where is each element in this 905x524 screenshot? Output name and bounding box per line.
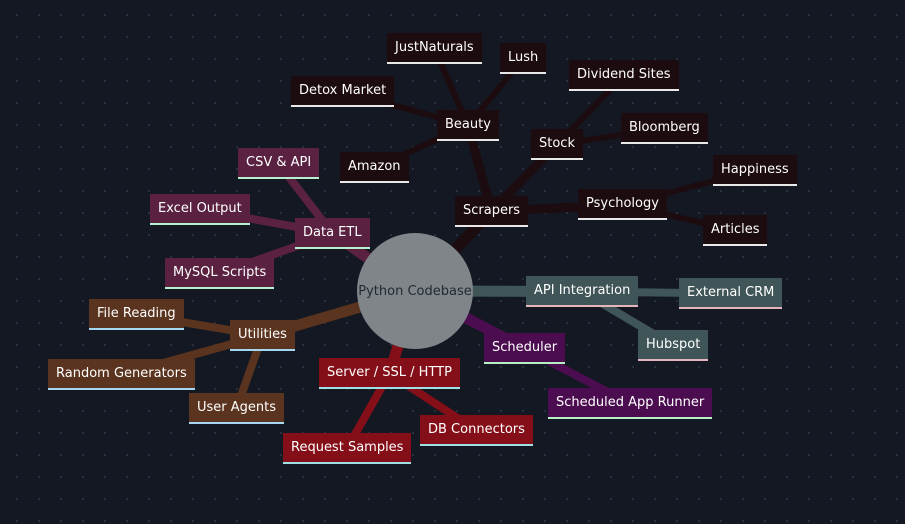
node-scheduled-app-runner[interactable]: Scheduled App Runner xyxy=(548,388,713,419)
node-excel-output[interactable]: Excel Output xyxy=(150,194,250,225)
node-lush[interactable]: Lush xyxy=(500,43,547,74)
node-utilities[interactable]: Utilities xyxy=(230,320,295,351)
node-dividend-sites[interactable]: Dividend Sites xyxy=(569,60,679,91)
node-request-samples[interactable]: Request Samples xyxy=(283,433,412,464)
node-stock[interactable]: Stock xyxy=(531,129,583,160)
node-random-generators[interactable]: Random Generators xyxy=(48,359,195,390)
node-db-connectors[interactable]: DB Connectors xyxy=(420,415,533,446)
node-articles[interactable]: Articles xyxy=(703,215,768,246)
node-bloomberg[interactable]: Bloomberg xyxy=(621,113,708,144)
node-scrapers[interactable]: Scrapers xyxy=(455,196,529,227)
root-node-python-codebase[interactable]: Python Codebase xyxy=(357,233,473,349)
node-detox-market[interactable]: Detox Market xyxy=(291,76,395,107)
node-external-crm[interactable]: External CRM xyxy=(679,278,783,309)
node-file-reading[interactable]: File Reading xyxy=(89,299,184,330)
node-happiness[interactable]: Happiness xyxy=(713,155,797,186)
node-data-etl[interactable]: Data ETL xyxy=(295,218,370,249)
node-api-integration[interactable]: API Integration xyxy=(526,276,639,307)
node-beauty[interactable]: Beauty xyxy=(437,110,499,141)
node-hubspot[interactable]: Hubspot xyxy=(638,330,709,361)
node-csv-api[interactable]: CSV & API xyxy=(238,148,320,179)
node-psychology[interactable]: Psychology xyxy=(578,189,667,220)
node-user-agents[interactable]: User Agents xyxy=(189,393,285,424)
node-amazon[interactable]: Amazon xyxy=(340,152,409,183)
node-mysql-scripts[interactable]: MySQL Scripts xyxy=(165,258,275,289)
node-scheduler[interactable]: Scheduler xyxy=(484,333,566,364)
node-server-ssl-http[interactable]: Server / SSL / HTTP xyxy=(319,358,460,389)
node-justnaturals[interactable]: JustNaturals xyxy=(387,33,482,64)
